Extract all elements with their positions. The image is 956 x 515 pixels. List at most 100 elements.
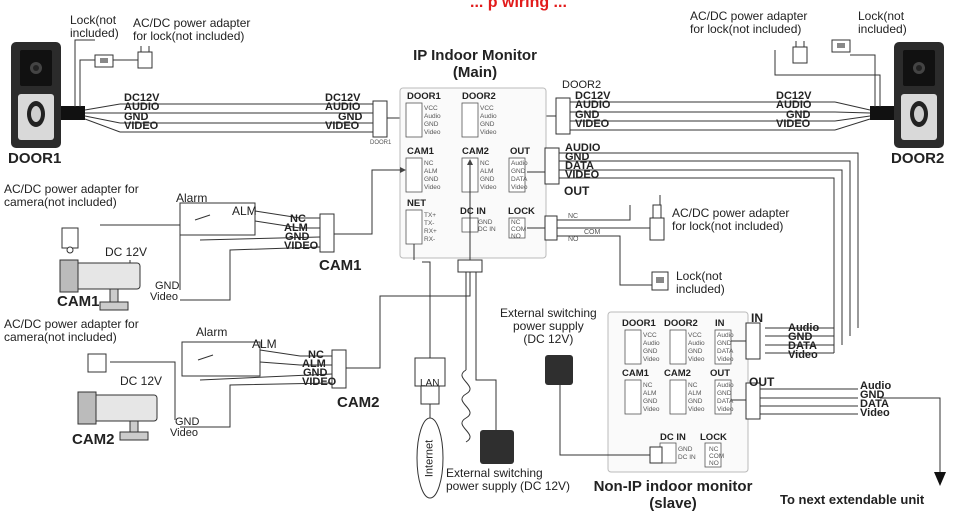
cam2-adapter-icon <box>87 353 107 373</box>
slave-door1-pin-3: Video <box>643 356 660 363</box>
cam2-adapter-label: AC/DC power adapter for camera(not inclu… <box>4 317 139 344</box>
door1-name: DOOR1 <box>8 150 62 167</box>
slave-door1-pin-1: Audio <box>643 340 660 347</box>
main-door1-pin-0: VCC <box>424 105 438 112</box>
door1-lock-icon <box>94 54 114 68</box>
next-unit-label: To next extendable unit <box>780 492 925 507</box>
main-door1-pin-1: Audio <box>424 113 441 120</box>
cam2-alm-label: ALM <box>252 337 277 351</box>
main-block-out-label: OUT <box>510 146 531 157</box>
cam1-sig-nc: NC <box>290 213 306 225</box>
slave-block-cam1-label: CAM1 <box>622 368 649 379</box>
slave-block-in-label: IN <box>715 318 725 329</box>
main-cam2-pin-1: ALM <box>480 168 494 175</box>
out2-label: OUT <box>749 375 775 389</box>
slave-in-sig-data: DATA <box>788 340 817 352</box>
main-out-pin-2: DATA <box>511 176 528 183</box>
slave-door2-pin-3: Video <box>688 356 705 363</box>
cam2-sig-alm: ALM <box>302 358 326 370</box>
cam1-sig-alm: ALM <box>284 222 308 234</box>
slave-lock-pin-1: COM <box>709 453 725 460</box>
slave-door2-pin-2: GND <box>688 348 703 355</box>
door1-sig-video: VIDEO <box>124 120 159 132</box>
slave-block-door1-label: DOOR1 <box>622 318 656 329</box>
cam1-alm-label: ALM <box>232 204 257 218</box>
door1-sig-audio: AUDIO <box>124 101 160 113</box>
main-block-net-label: NET <box>407 198 426 209</box>
door1-sig-dc12v: DC12V <box>124 92 160 104</box>
cam2-video-label: Video <box>170 427 198 439</box>
door2-connector-tag: DOOR2 <box>562 79 602 91</box>
cam1-alarm-label: Alarm <box>176 191 208 205</box>
out-label: OUT <box>564 184 590 198</box>
slave-block-out-label: OUT <box>710 368 731 379</box>
slave-monitor-title: Non-IP indoor monitor (slave) <box>593 478 753 512</box>
door2-adapter-label: AC/DC power adapter for lock(not include… <box>690 9 808 36</box>
slave-in-sig-audio: Audio <box>788 322 820 334</box>
slave-cam1-pin-1: ALM <box>643 390 657 397</box>
main-cam1-pin-1: ALM <box>424 168 438 175</box>
door2-sig-gnd: GND <box>575 109 600 121</box>
slave-lock-pin-2: NO <box>709 460 719 467</box>
out-sig-audio: AUDIO <box>565 142 601 154</box>
main-block-cam2-label: CAM2 <box>462 146 489 157</box>
slave-out-sig-data: DATA <box>860 398 889 410</box>
in-label: IN <box>751 311 763 325</box>
slave-cam1-pin-0: NC <box>643 382 653 389</box>
door1-end-dc12v: DC12V <box>325 92 361 104</box>
door1-sig-gnd: GND <box>124 111 149 123</box>
main-block-cam1-label: CAM1 <box>407 146 434 157</box>
door1-end-video: VIDEO <box>325 120 360 132</box>
out-sig-gnd: GND <box>565 151 590 163</box>
cam2-sig-gnd: GND <box>303 367 328 379</box>
cam1-adapter-label: AC/DC power adapter for camera(not inclu… <box>4 182 139 209</box>
cam2-name: CAM2 <box>72 431 115 448</box>
slave-block-dcin-label: DC IN <box>660 432 686 443</box>
main-lock-pin-0: NC <box>511 219 521 226</box>
door1-connector-tag: DOOR1 <box>370 140 392 146</box>
door2-end-video: VIDEO <box>776 118 811 130</box>
main-door2-pin-3: Video <box>480 129 497 136</box>
internet-label: Internet <box>423 439 436 478</box>
main-cam2-pin-3: Video <box>480 184 497 191</box>
main-cam1-pin-2: GND <box>424 176 439 183</box>
slave-out-pin-3: Video <box>717 406 734 413</box>
slave-block-cam2-label: CAM2 <box>664 368 691 379</box>
slave-cam2-pin-3: Video <box>688 406 705 413</box>
main-lock-pin-2: NO <box>511 233 521 240</box>
door1-station <box>11 42 85 148</box>
slave-door2-pin-0: VCC <box>688 332 702 339</box>
door2-sig-dc12v: DC12V <box>575 90 611 102</box>
door2-adapter-icon <box>792 41 808 64</box>
main-block-door1-label: DOOR1 <box>407 91 441 102</box>
main-external-supply-label: External switching power supply (DC 12V) <box>446 466 571 493</box>
out-sig-video: VIDEO <box>565 169 600 181</box>
door2-end-gnd: GND <box>786 109 811 121</box>
slave-in-pin-1: GND <box>717 340 732 347</box>
main-lock-pin-1: COM <box>511 226 527 233</box>
main-cam2-pin-2: GND <box>480 176 495 183</box>
door1-adapter-icon <box>137 46 153 69</box>
main-block-door2-label: DOOR2 <box>462 91 496 102</box>
right-lock-label: Lock(not included) <box>676 269 725 296</box>
slave-cam2-pin-2: GND <box>688 398 703 405</box>
main-net-pin-3: RX- <box>424 236 436 243</box>
main-net-pin-0: TX+ <box>424 212 437 219</box>
slave-dcin-pin-1: DC IN <box>678 454 696 461</box>
slave-cam2-pin-0: NC <box>688 382 698 389</box>
out-sig-data: DATA <box>565 160 594 172</box>
door2-end-audio: AUDIO <box>776 99 812 111</box>
slave-in-pin-2: DATA <box>717 348 734 355</box>
slave-cam1-pin-2: GND <box>643 398 658 405</box>
slave-out-pin-1: GND <box>717 390 732 397</box>
main-cam1-pin-3: Video <box>424 184 441 191</box>
slave-out-sig-audio: Audio <box>860 380 892 392</box>
slave-out-sig-gnd: GND <box>860 389 885 401</box>
right-lock-no: NO <box>568 236 579 243</box>
cam2-camera-icon <box>77 391 158 441</box>
header-partial: ... p wiring ... <box>470 0 567 11</box>
cam2-connector-name: CAM2 <box>337 394 380 411</box>
door2-end-dc12v: DC12V <box>776 90 812 102</box>
cam1-gnd-label: GND <box>155 280 180 292</box>
main-door1-pin-2: GND <box>424 121 439 128</box>
